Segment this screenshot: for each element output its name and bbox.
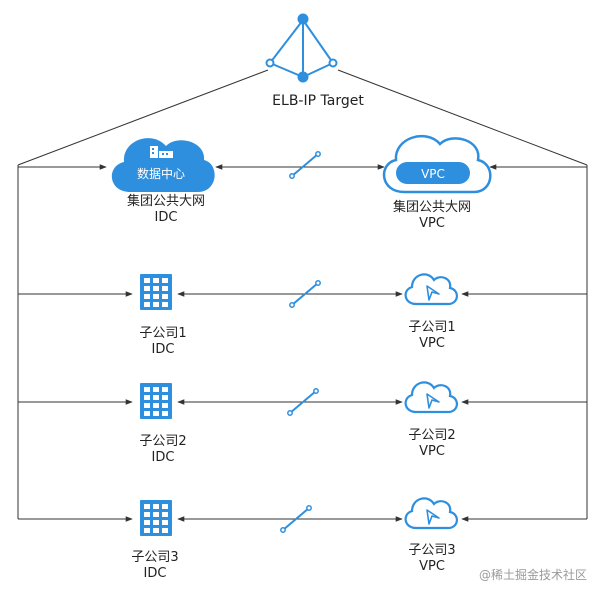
building-icon — [140, 274, 172, 310]
vpc-cloud-icon — [404, 497, 459, 530]
branch-vpc-sub: VPC — [419, 336, 445, 351]
building-icon — [140, 383, 172, 419]
hq-idc-name: 集团公共大网 — [126, 194, 206, 209]
row-branch-2 — [18, 381, 587, 419]
row-branch-1 — [18, 273, 587, 310]
idc-cloud-icon: 数据中心 — [111, 138, 215, 192]
branch-idc-name: 子公司1 — [139, 326, 187, 341]
branch-vpc-sub: VPC — [419, 559, 445, 574]
vpc-cloud-icon: VPC — [382, 134, 492, 194]
branch-1-idc-label: 子公司1 IDC — [139, 326, 186, 358]
building-icon — [140, 500, 172, 536]
branch-vpc-sub: VPC — [419, 444, 445, 459]
idc-cloud-text: 数据中心 — [137, 166, 185, 181]
branch-idc-name: 子公司2 — [139, 434, 187, 449]
vpc-cloud-icon — [404, 381, 459, 414]
branch-vpc-name: 子公司1 — [408, 320, 456, 335]
watermark: @稀土掘金技术社区 — [478, 568, 587, 582]
row-branch-3 — [18, 497, 587, 536]
hq-vpc-label: 集团公共大网 VPC — [393, 200, 471, 232]
branch-vpc-name: 子公司3 — [408, 543, 456, 558]
branch-2-idc-label: 子公司2 IDC — [139, 434, 186, 466]
row-hq: 数据中心 VPC — [18, 134, 587, 194]
branch-idc-sub: IDC — [151, 450, 175, 465]
branch-idc-sub: IDC — [151, 342, 175, 357]
elb-target-label: ELB-IP Target — [272, 93, 364, 109]
branch-3-idc-label: 子公司3 IDC — [131, 550, 178, 582]
branch-idc-name: 子公司3 — [131, 550, 179, 565]
hq-idc-sub: IDC — [154, 210, 178, 225]
hq-vpc-name: 集团公共大网 — [392, 200, 472, 215]
vpc-cloud-text: VPC — [421, 167, 445, 181]
branch-3-vpc-label: 子公司3 VPC — [408, 543, 455, 575]
vpc-cloud-icon — [404, 273, 459, 306]
hq-idc-label: 集团公共大网 IDC — [127, 194, 205, 226]
branch-idc-sub: IDC — [143, 566, 167, 581]
branch-vpc-name: 子公司2 — [408, 428, 456, 443]
elb-target-icon — [265, 13, 338, 83]
branch-1-vpc-label: 子公司1 VPC — [408, 320, 455, 352]
outer-links — [17, 69, 588, 519]
branch-2-vpc-label: 子公司2 VPC — [408, 428, 455, 460]
hq-vpc-sub: VPC — [419, 216, 445, 231]
